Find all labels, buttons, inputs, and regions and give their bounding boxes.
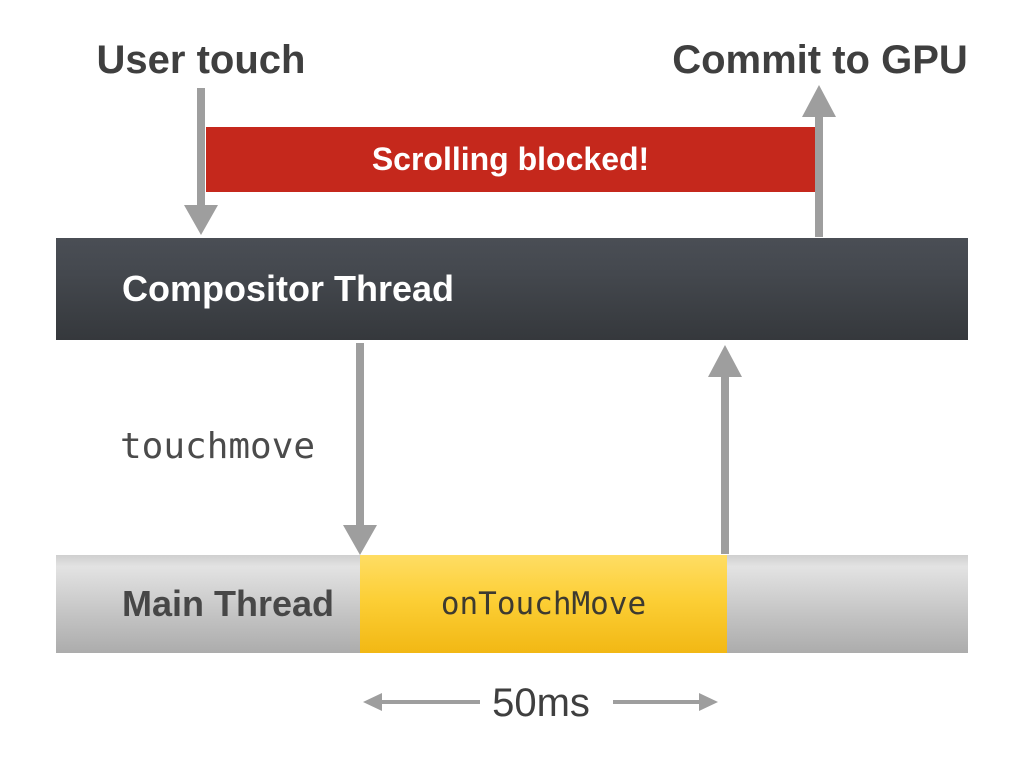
main-thread-bar: Main Thread onTouchMove — [56, 555, 968, 653]
compositor-thread-label: Compositor Thread — [122, 268, 455, 309]
touchmove-event-label: touchmove — [120, 426, 316, 467]
main-thread-label: Main Thread — [122, 583, 335, 624]
scrolling-blocked-banner: Scrolling blocked! — [206, 127, 815, 192]
user-touch-label: User touch — [96, 38, 306, 82]
duration-50ms-label: 50ms — [492, 681, 590, 725]
touchmove-down-arrow — [343, 343, 377, 555]
ontouchmove-task-label: onTouchMove — [440, 586, 647, 622]
commit-to-gpu-label: Commit to GPU — [672, 38, 968, 82]
ontouchmove-task-block: onTouchMove — [360, 555, 727, 653]
compositor-thread-bar: Compositor Thread — [56, 238, 968, 340]
main-to-compositor-up-arrow — [708, 345, 742, 554]
scrolling-blocked-label: Scrolling blocked! — [371, 141, 650, 177]
